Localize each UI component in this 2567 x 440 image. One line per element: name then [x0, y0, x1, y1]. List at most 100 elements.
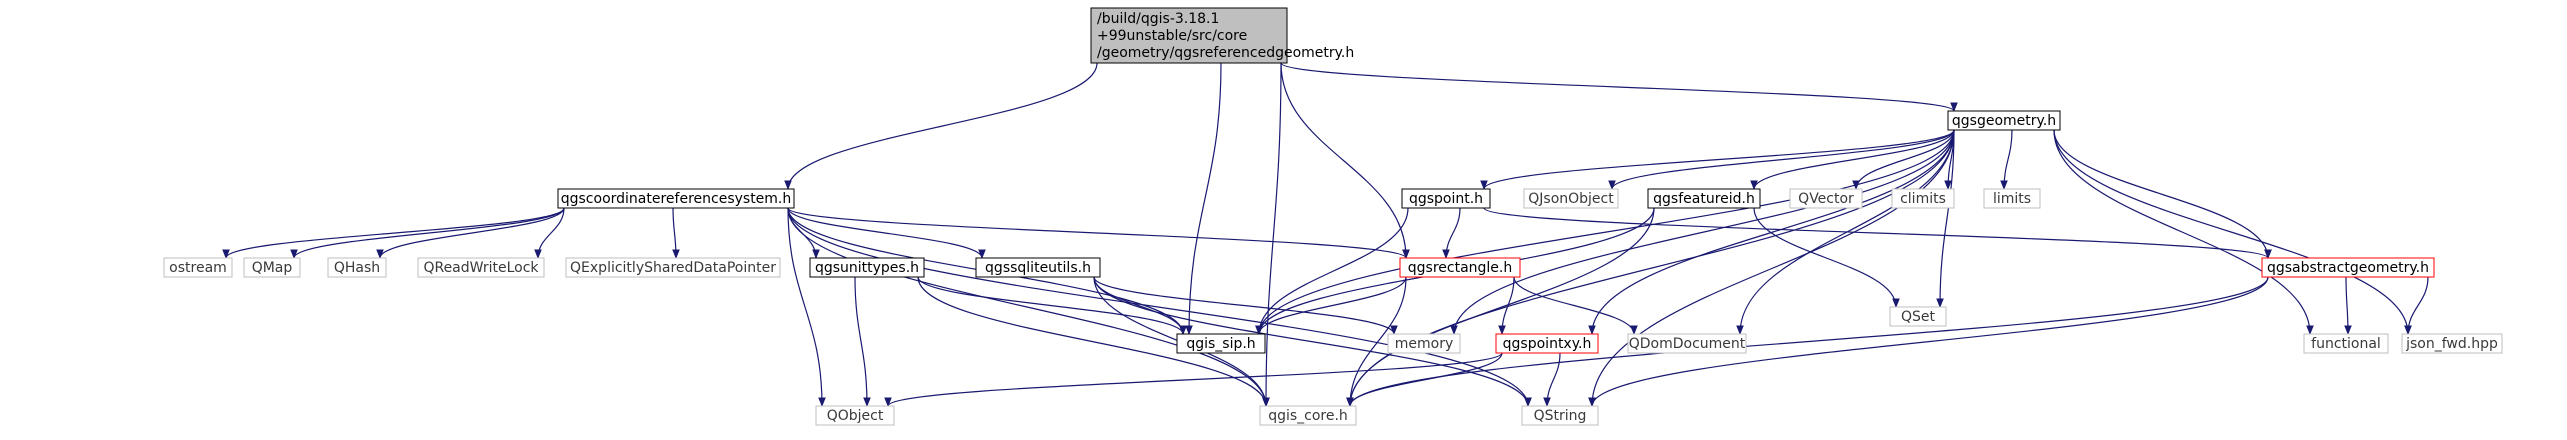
edge-qgscrs-to-qreadwritelock — [534, 207, 565, 259]
edge-qgsgeometry-to-functional — [2053, 129, 2314, 335]
node-label-qjsonobject: QJsonObject — [1528, 191, 1614, 207]
node-box-json_fwd — [2401, 333, 2503, 354]
node-qset: QSet — [1889, 306, 1947, 327]
node-label-qstring: QString — [1534, 408, 1587, 424]
node-label-qgscrs: qgscoordinatereferencesystem.h — [561, 191, 792, 207]
node-qstring: QString — [1521, 405, 1599, 426]
node-label-qgsrectangle: qgsrectangle.h — [1408, 260, 1512, 276]
edge-qgscrs-to-qgis_core — [787, 207, 1270, 407]
node-box-qmap — [243, 257, 301, 278]
node-label-qgssqliteutils: qgssqliteutils.h — [985, 260, 1091, 276]
node-box-qhash — [327, 257, 387, 278]
node-limits: limits — [1983, 188, 2041, 209]
edge-qgscrs-to-qstring — [787, 207, 1532, 407]
node-root[interactable]: /build/qgis-3.18.1+99unstable/src/core/g… — [1090, 7, 1354, 64]
edge-qgscrs-to-qobject — [787, 207, 826, 407]
edge-qgspointxy-to-qstring — [1543, 352, 1561, 407]
node-box-qvector — [1789, 188, 1863, 209]
edge-qgsrectangle-to-qgis_core — [1346, 276, 1407, 407]
node-label-qexplicitly: QExplicitlySharedDataPointer — [570, 260, 776, 276]
edge-qgsgeometry-to-qstring — [1588, 129, 1955, 407]
edge-qgspointxy-to-qobject — [884, 352, 1503, 407]
edge-qgssqliteutils-to-memory — [1093, 276, 1398, 335]
edge-qgssqliteutils-to-qstring — [1093, 276, 1532, 407]
edge-qgsrectangle-to-qgspointxy — [1498, 276, 1515, 335]
node-label-qgsfeatureid: qgsfeatureid.h — [1653, 191, 1755, 207]
edge-qgsgeometry-to-limits — [2000, 129, 2013, 190]
node-box-qreadwritelock — [417, 257, 545, 278]
edge-qgscrs-to-ostream — [222, 207, 565, 259]
dependency-edges — [222, 62, 2429, 407]
edge-qgsgeometry-to-qgspoint — [1480, 129, 1955, 190]
edge-qgspoint-to-qgis_sip — [1255, 207, 1409, 335]
node-memory: memory — [1387, 333, 1461, 354]
header-nodes: /build/qgis-3.18.1+99unstable/src/core/g… — [163, 7, 2503, 426]
edge-root-to-qgsrectangle — [1280, 62, 1410, 259]
node-qobject: QObject — [815, 405, 895, 426]
node-label-qhash: QHash — [334, 260, 380, 276]
node-box-qgssqliteutils — [975, 257, 1101, 278]
node-box-qgsabstractgeometry — [2261, 257, 2435, 278]
edge-qgsunittypes-to-qgis_core — [917, 276, 1270, 407]
edge-qgsgeometry-to-qgsfeatureid — [1750, 129, 1955, 190]
edge-qgsgeometry-to-qgis_sip — [1255, 129, 1955, 335]
node-climits: climits — [1891, 188, 1955, 209]
node-box-qdomdocument — [1627, 333, 1747, 354]
node-qexplicitly: QExplicitlySharedDataPointer — [565, 257, 781, 278]
node-qgsabstractgeometry[interactable]: qgsabstractgeometry.h — [2261, 257, 2435, 278]
node-qreadwritelock: QReadWriteLock — [417, 257, 545, 278]
node-label-qgsgeometry: qgsgeometry.h — [1952, 113, 2056, 129]
node-label-qgsunittypes: qgsunittypes.h — [815, 260, 919, 276]
node-box-qgspoint — [1401, 188, 1491, 209]
edge-qgsrectangle-to-qdomdocument — [1513, 276, 1638, 335]
node-label-memory: memory — [1395, 336, 1454, 352]
node-qgspointxy[interactable]: qgspointxy.h — [1495, 333, 1599, 354]
edge-qgspoint-to-qgsabstractgeometry — [1483, 207, 2272, 259]
node-ostream: ostream — [163, 257, 233, 278]
edge-qgsgeometry-to-qjsonobject — [1608, 129, 1955, 190]
node-label-functional: functional — [2311, 336, 2381, 352]
node-label-qreadwritelock: QReadWriteLock — [423, 260, 539, 276]
edge-qgsfeatureid-to-qset — [1753, 207, 1900, 308]
edge-qgscrs-to-qexplicitly — [672, 207, 680, 259]
edge-qgsabstractgeometry-to-functional — [2344, 276, 2352, 335]
node-box-qgis_core — [1259, 405, 1357, 426]
node-qmap: QMap — [243, 257, 301, 278]
node-label-climits: climits — [1900, 191, 1946, 207]
edge-qgscrs-to-qgsrectangle — [787, 207, 1410, 259]
edge-qgsabstractgeometry-to-qstring — [1588, 276, 2269, 407]
node-box-memory — [1387, 333, 1461, 354]
edge-qgsrectangle-to-qgis_sip — [1255, 276, 1407, 335]
node-qgscrs[interactable]: qgscoordinatereferencesystem.h — [557, 188, 795, 209]
node-label-qset: QSet — [1901, 309, 1936, 325]
edge-root-to-qgis_sip — [1185, 62, 1222, 335]
node-label-qgspointxy: qgspointxy.h — [1503, 336, 1592, 352]
node-label-root-line-3: /geometry/qgsreferencedgeometry.h — [1097, 45, 1354, 61]
edge-qgsgeometry-to-json_fwd — [2053, 129, 2412, 335]
node-label-root-line-1: /build/qgis-3.18.1 — [1097, 11, 1219, 27]
node-box-ostream — [163, 257, 233, 278]
node-label-root-line-2: +99unstable/src/core — [1097, 28, 1247, 44]
node-qgsunittypes[interactable]: qgsunittypes.h — [809, 257, 925, 278]
node-box-qstring — [1521, 405, 1599, 426]
node-qgsfeatureid[interactable]: qgsfeatureid.h — [1647, 188, 1761, 209]
edge-qgsunittypes-to-qobject — [854, 276, 871, 407]
node-box-qobject — [815, 405, 895, 426]
node-qgsrectangle[interactable]: qgsrectangle.h — [1399, 257, 1521, 278]
node-qgsgeometry[interactable]: qgsgeometry.h — [1947, 110, 2061, 131]
node-functional: functional — [2303, 333, 2389, 354]
node-label-qgspoint: qgspoint.h — [1409, 191, 1483, 207]
edge-qgsabstractgeometry-to-json_fwd — [2404, 276, 2429, 335]
node-qgspoint[interactable]: qgspoint.h — [1401, 188, 1491, 209]
node-box-qgsunittypes — [809, 257, 925, 278]
edge-qgscrs-to-qmap — [290, 207, 565, 259]
node-json_fwd: json_fwd.hpp — [2401, 333, 2503, 354]
node-box-qset — [1889, 306, 1947, 327]
node-label-qgsabstractgeometry: qgsabstractgeometry.h — [2267, 260, 2429, 276]
edge-qgsgeometry-to-qset — [1936, 129, 1955, 308]
node-qgssqliteutils[interactable]: qgssqliteutils.h — [975, 257, 1101, 278]
node-label-ostream: ostream — [169, 260, 227, 276]
node-qgis_sip[interactable]: qgis_sip.h — [1176, 333, 1266, 354]
node-label-qobject: QObject — [827, 408, 884, 424]
